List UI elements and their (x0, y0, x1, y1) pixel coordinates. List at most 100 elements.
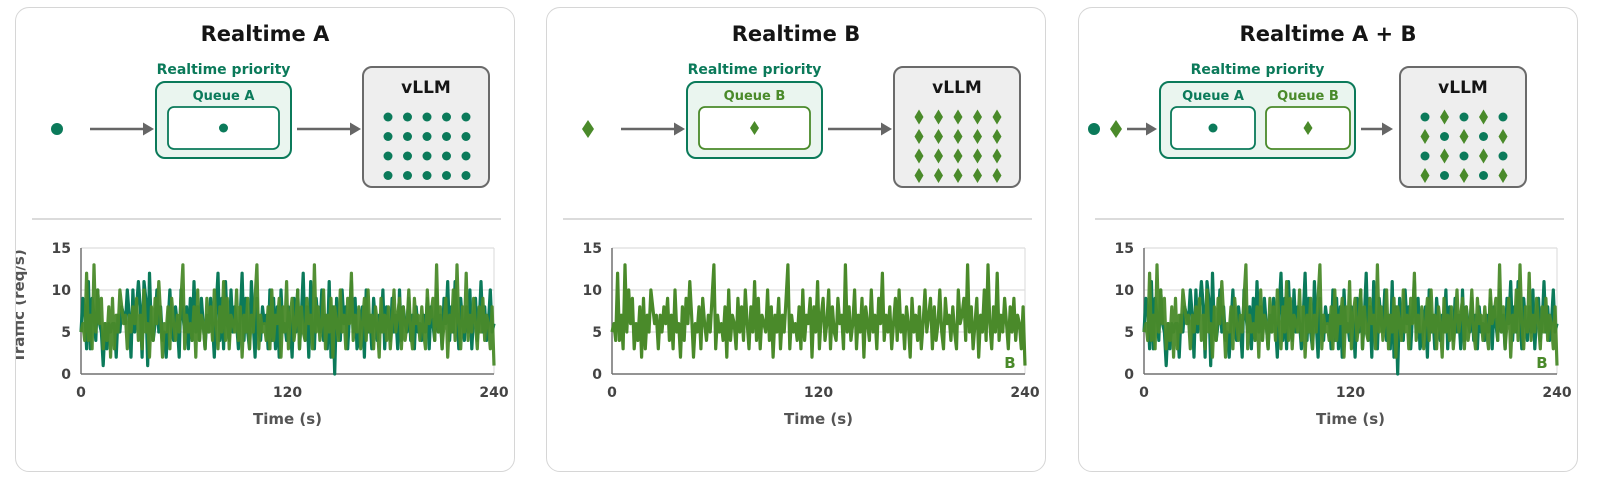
request-a-dot-icon (1208, 123, 1218, 133)
vllm-slot-a-icon (442, 132, 451, 141)
vllm-slot-b-icon (992, 129, 1002, 144)
series-b-line (79, 263, 496, 366)
vllm-slot-b-icon (934, 168, 943, 183)
vllm-slot-b-icon (973, 148, 982, 164)
vllm-slot-b-icon (1498, 129, 1508, 144)
vllm-slot-a-icon (1440, 171, 1449, 180)
panel-title: Realtime A (200, 22, 330, 46)
request-a-dot-icon (219, 123, 228, 133)
x-tick-label: 0 (1139, 385, 1149, 401)
vllm-slot-a-icon (1498, 112, 1508, 122)
vllm-slot-b-icon (953, 109, 963, 125)
vllm-slot-a-icon (1479, 132, 1488, 141)
arrow-head-icon (143, 122, 154, 136)
vllm-slot-b-icon (973, 129, 982, 144)
x-tick-label: 0 (607, 385, 617, 401)
y-tick-label: 0 (1124, 367, 1134, 383)
y-tick-label: 5 (61, 325, 71, 341)
arrow-head-icon (881, 122, 892, 136)
vllm-slot-a-icon (1479, 171, 1488, 180)
vllm-slot-a-icon (403, 151, 412, 161)
series-end-label: B (1536, 354, 1547, 372)
queue-a-label: Queue A (1182, 89, 1244, 104)
vllm-slot-b-icon (1479, 109, 1488, 125)
series-b-line (610, 263, 1027, 366)
x-axis-label: Time (s) (1316, 410, 1385, 428)
vllm-slot-b-icon (934, 148, 943, 164)
vllm-label: vLLM (401, 78, 451, 98)
vllm-slot-b-icon (953, 168, 963, 183)
vllm-slot-a-icon (403, 132, 412, 141)
x-axis-label: Time (s) (253, 410, 322, 428)
vllm-slot-b-icon (1479, 148, 1488, 164)
vllm-slot-b-icon (992, 148, 1002, 164)
x-tick-label: 120 (273, 385, 302, 401)
vllm-slot-a-icon (383, 112, 393, 122)
vllm-slot-a-icon (1440, 132, 1449, 141)
vllm-slot-a-icon (422, 112, 432, 122)
y-tick-label: 5 (592, 325, 602, 341)
vllm-slot-b-icon (914, 168, 924, 183)
vllm-slot-a-icon (422, 171, 432, 180)
y-tick-label: 0 (592, 367, 602, 383)
queue-b-label: Queue B (724, 89, 786, 104)
arrow-head-icon (1382, 122, 1393, 136)
y-tick-label: 15 (1115, 241, 1134, 257)
priority-label: Realtime priority (688, 62, 822, 78)
request-b-diamond-icon (1110, 120, 1122, 138)
vllm-slot-a-icon (442, 151, 451, 161)
request-b-diamond-icon (1303, 121, 1313, 135)
y-axis-label: Traffic (req/s) (16, 249, 28, 362)
vllm-slot-a-icon (1459, 112, 1469, 122)
x-tick-label: 240 (1010, 385, 1039, 401)
vllm-label: vLLM (1438, 78, 1488, 98)
vllm-slot-b-icon (1440, 148, 1449, 164)
vllm-slot-a-icon (461, 132, 471, 141)
panel-title: Realtime A + B (1239, 22, 1417, 46)
request-b-diamond-icon (582, 120, 594, 138)
y-tick-label: 15 (583, 241, 602, 257)
vllm-slot-a-icon (383, 132, 393, 141)
vllm-slot-b-icon (973, 168, 982, 183)
vllm-label: vLLM (932, 78, 982, 98)
y-tick-label: 10 (1115, 283, 1135, 299)
vllm-slot-a-icon (383, 171, 393, 180)
vllm-slot-a-icon (383, 151, 393, 161)
x-tick-label: 0 (76, 385, 86, 401)
vllm-slot-a-icon (461, 151, 471, 161)
vllm-slot-b-icon (914, 129, 924, 144)
vllm-box (1399, 66, 1527, 188)
x-tick-label: 240 (479, 385, 508, 401)
vllm-slot-b-icon (934, 109, 943, 125)
vllm-slot-a-icon (442, 112, 451, 122)
panel-title: Realtime B (731, 22, 861, 46)
vllm-slot-a-icon (461, 171, 471, 180)
vllm-slot-b-icon (1459, 129, 1469, 144)
arrow-head-icon (674, 122, 685, 136)
vllm-slot-a-icon (1420, 112, 1430, 122)
vllm-slot-a-icon (422, 132, 432, 141)
vllm-slot-b-icon (914, 109, 924, 125)
request-b-diamond-icon (750, 121, 759, 135)
x-tick-label: 120 (1336, 385, 1365, 401)
vllm-slot-b-icon (973, 109, 982, 125)
vllm-slot-a-icon (1459, 151, 1469, 161)
x-tick-label: 120 (804, 385, 833, 401)
y-tick-label: 15 (52, 241, 71, 257)
vllm-slot-b-icon (1420, 168, 1430, 183)
vllm-slot-a-icon (403, 171, 412, 180)
queue-a-label: Queue A (193, 89, 255, 104)
vllm-slot-a-icon (403, 112, 412, 122)
vllm-slot-a-icon (1498, 151, 1508, 161)
vllm-slot-a-icon (422, 151, 432, 161)
vllm-slot-b-icon (914, 148, 924, 164)
